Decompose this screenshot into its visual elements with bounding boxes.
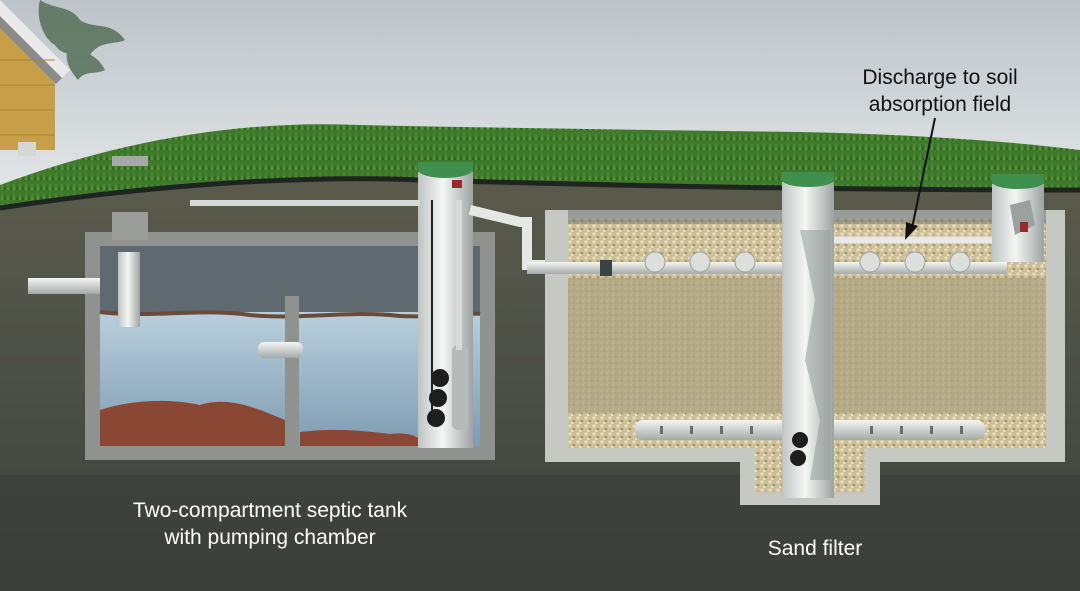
sludge	[100, 400, 285, 446]
septic-tank-label: Two-compartment septic tank with pumping…	[80, 497, 460, 551]
tree-foliage	[38, 0, 125, 80]
sand-filter	[527, 172, 1065, 505]
distribution-lateral	[527, 262, 1007, 274]
transfer-pipe	[258, 342, 303, 358]
tank-divider	[285, 296, 299, 446]
pump	[452, 345, 468, 430]
float-switch	[431, 369, 449, 387]
discharge-label: Discharge to soil absorption field	[820, 64, 1060, 118]
discharge-arrow	[905, 117, 936, 240]
sand-filter-label-text: Sand filter	[767, 537, 863, 560]
septic-tank-label-line2: with pumping chamber	[164, 526, 376, 549]
sand-filter-label: Sand filter	[730, 535, 900, 562]
house	[0, 0, 70, 156]
deep-soil	[0, 475, 1080, 591]
discharge-label-line1: Discharge to soil	[862, 66, 1018, 89]
discharge-label-line2: absorption field	[868, 93, 1012, 116]
septic-tank-label-line1: Two-compartment septic tank	[132, 499, 408, 522]
inlet-pipe	[28, 278, 100, 294]
tank-access-riser	[112, 212, 148, 240]
pump-chamber	[418, 162, 473, 448]
